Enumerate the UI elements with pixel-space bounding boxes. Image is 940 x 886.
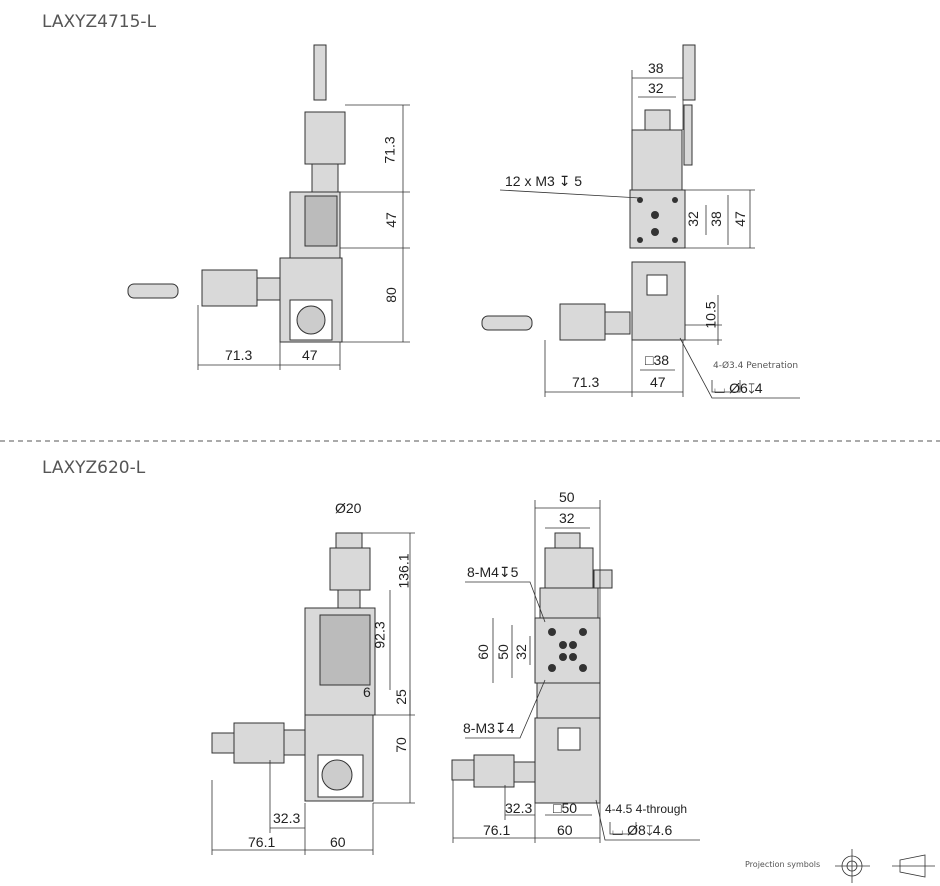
dim-label: 47	[382, 212, 399, 228]
dim-label: 71.3	[225, 347, 253, 363]
counterbore-note: ⌴ Ø8↧4.6	[612, 822, 673, 838]
dim-label: 76.1	[483, 822, 511, 838]
dim-label: 71.3	[381, 136, 398, 164]
stage-side-view-4715	[127, 44, 346, 343]
hole-note: 4-Ø3.4 Penetration	[713, 361, 799, 371]
dim-label: 32	[648, 80, 664, 96]
dim-label: 92.3	[371, 621, 388, 649]
counterbore-note: ⌴ Ø6↧4	[714, 380, 763, 396]
tap-note: 12 x M3 ↧ 5	[505, 173, 583, 189]
dim-label: 47	[302, 347, 318, 363]
dim-label: □50	[553, 800, 578, 816]
dim-label: 32.3	[273, 810, 301, 826]
dim-label: 32	[512, 644, 529, 660]
dim-label: 50	[494, 644, 511, 660]
dim-label: 47	[650, 374, 666, 390]
dim-label: 38	[707, 211, 724, 227]
stage-side-view-620	[211, 532, 376, 802]
dim-label: 80	[382, 287, 399, 303]
model-title-620: LAXYZ620-L	[42, 458, 146, 478]
dim-label: 25	[392, 689, 409, 705]
tap-note-m3: 8-M3↧4	[463, 720, 515, 736]
dim-label: 38	[648, 60, 664, 76]
dim-label: 6	[363, 684, 371, 700]
dim-label: 32	[559, 510, 575, 526]
projection-symbols-label: Projection symbols	[745, 860, 821, 869]
dim-label: 32	[684, 211, 701, 227]
dim-label: □38	[645, 352, 670, 368]
dim-label: 50	[559, 489, 575, 505]
dim-label: 10.5	[702, 301, 719, 329]
dim-label: Ø20	[335, 500, 362, 516]
dim-label: 71.3	[572, 374, 600, 390]
dim-label: 47	[731, 211, 748, 227]
dim-label: 136.1	[395, 553, 412, 589]
dim-label: 76.1	[248, 834, 276, 850]
dim-label: 32.3	[505, 800, 533, 816]
tap-note-m4: 8-M4↧5	[467, 564, 519, 580]
projection-symbol-icon	[835, 849, 935, 883]
dim-label: 70	[392, 737, 409, 753]
hole-note: 4-4.5 4-through	[605, 802, 688, 816]
model-title-4715: LAXYZ4715-L	[42, 12, 157, 32]
stage-front-view-4715	[481, 44, 696, 341]
stage-front-view-620	[451, 532, 613, 804]
dim-label: 60	[557, 822, 573, 838]
dim-label: 60	[474, 644, 491, 660]
dimension-lines	[197, 70, 800, 855]
dim-label: 60	[330, 834, 346, 850]
